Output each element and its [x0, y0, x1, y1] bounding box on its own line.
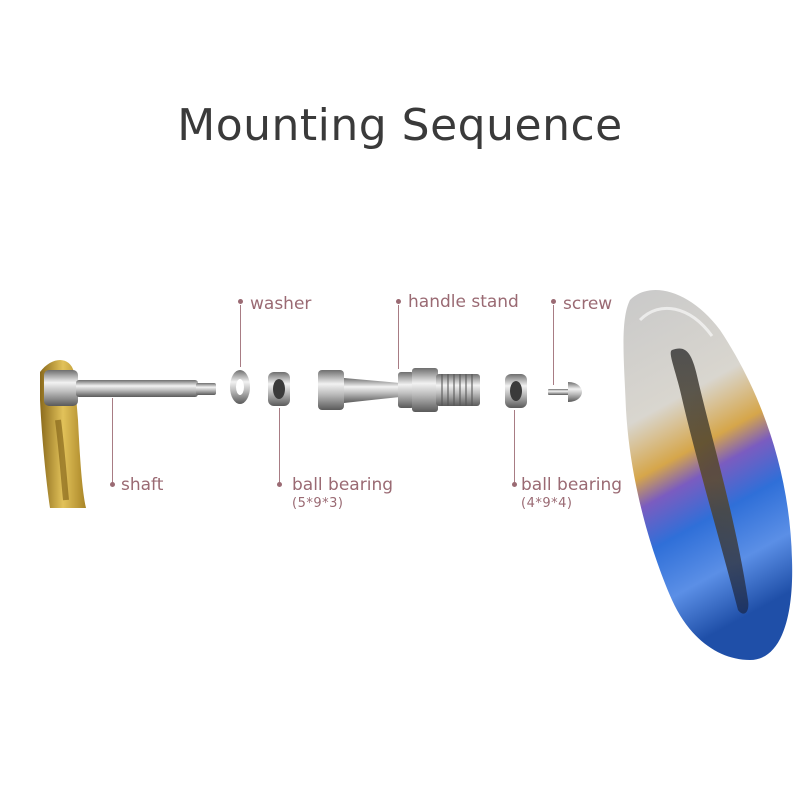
shaft-marker-dot [110, 482, 115, 487]
ball-bearing-1-leader-line [279, 408, 280, 484]
shaft-label: shaft [121, 475, 164, 495]
ball-bearing-2-part [505, 374, 527, 408]
handle-stand-marker-dot [396, 299, 401, 304]
ball-bearing-1-marker-dot [277, 482, 282, 487]
ball-bearing-2-label: ball bearing [521, 475, 623, 495]
screw-leader-line [553, 305, 554, 385]
washer-label: washer [250, 294, 312, 314]
screw-marker-dot [551, 299, 556, 304]
ball-bearing-1-label: ball bearing [292, 475, 394, 495]
ball-bearing-2-size: (4*9*4) [521, 496, 573, 511]
washer-marker-dot [238, 299, 243, 304]
handle-stand-leader-line [398, 305, 399, 369]
ball-bearing-2-marker-dot [512, 482, 517, 487]
knob-part [623, 290, 793, 660]
ball-bearing-1-part [268, 372, 290, 406]
shaft-part [44, 370, 216, 406]
handle-stand-label: handle stand [408, 292, 519, 312]
washer-part [230, 370, 250, 404]
ball-bearing-2-leader-line [514, 410, 515, 484]
screw-part [548, 382, 582, 402]
screw-label: screw [563, 294, 613, 314]
washer-leader-line [240, 305, 241, 367]
page-title: Mounting Sequence [177, 100, 623, 151]
ball-bearing-1-size: (5*9*3) [292, 496, 344, 511]
shaft-leader-line [112, 398, 113, 484]
handle-stand-part [318, 368, 480, 412]
